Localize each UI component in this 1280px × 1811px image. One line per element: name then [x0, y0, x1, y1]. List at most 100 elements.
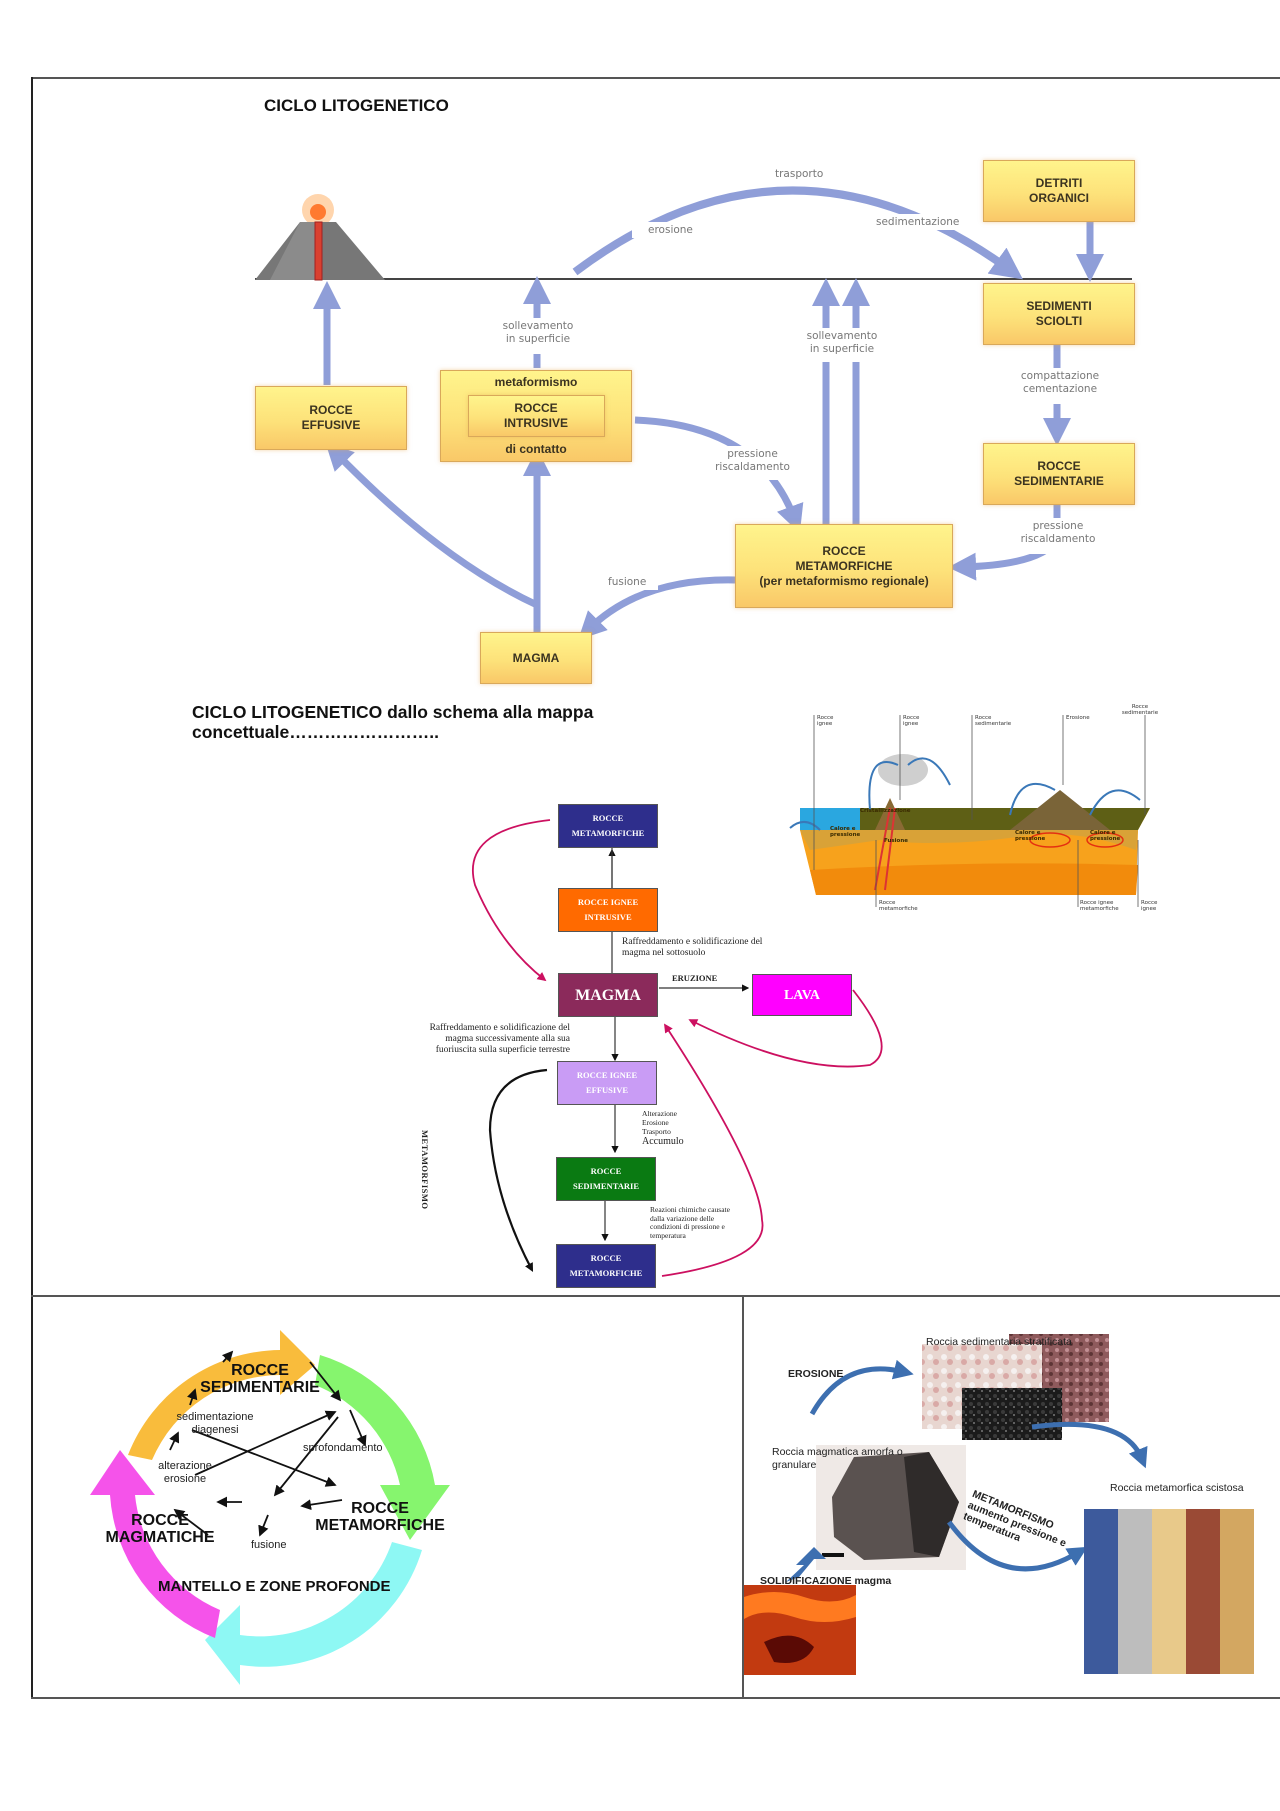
cm-metamorfismo-vertical: METAMORFISMO — [420, 1130, 430, 1210]
note-line: fuoriuscita sulla superficie terrestre — [435, 1045, 570, 1055]
cm-eruzione: ERUZIONE — [672, 973, 718, 983]
cs-inner-label: Fusione — [884, 838, 908, 844]
rock-cycle-diagram — [90, 1330, 450, 1685]
label-line: riscaldamento — [715, 461, 790, 473]
cycle-sprofondamento: sprofondamento — [303, 1442, 383, 1454]
box-line: ROCCE IGNEE — [576, 1070, 638, 1080]
section2-title: CICLO LITOGENETICO dallo schema alla map… — [192, 702, 593, 742]
box-metaformismo-contatto: metaformismo ROCCE INTRUSIVE di contatto — [440, 370, 632, 462]
cs-inner-label: Calore e pressione — [1015, 830, 1046, 842]
cross-section-labels: Rocce ignee Rocce ignee Rocce sedimentar… — [780, 690, 1180, 920]
section2-title-line: CICLO LITOGENETICO dallo schema alla map… — [192, 702, 594, 722]
box-line: METAMORFICHE — [571, 828, 645, 838]
cs-inner-label: Calore e pressione — [1090, 830, 1121, 842]
volcano-icon — [255, 194, 385, 281]
frame-left-border — [31, 77, 33, 1699]
cs-bottom-label: Rocce metamorfiche — [879, 900, 918, 912]
label-line: riscaldamento — [1020, 533, 1096, 545]
box-line: ROCCE — [822, 543, 866, 558]
box-outer-bottom-label: di contatto — [505, 442, 567, 456]
label-line: MAGMATICHE — [105, 1529, 215, 1546]
box-line: ROCCE — [309, 403, 353, 417]
box-sedimenti-sciolti: SEDIMENTI SCIOLTI — [983, 283, 1135, 345]
box-line: (per metaformismo regionale) — [759, 573, 929, 588]
rock-photos-diagram — [744, 1334, 1254, 1675]
label-line: ROCCE — [131, 1512, 189, 1529]
box-line: METAMORFICHE — [795, 558, 893, 573]
concept-map-arrows — [472, 819, 883, 1277]
box-detriti-organici: DETRITI ORGANICI — [983, 160, 1135, 222]
label-sollevamento-intrusive: sollevamento in superficie — [488, 320, 588, 346]
box-line: ROCCE — [590, 1253, 622, 1263]
section1-diagram-arrows — [255, 186, 1132, 640]
label-line: alterazione — [158, 1460, 212, 1472]
note-line: Erosione — [642, 1118, 669, 1127]
label-trasporto: trasporto — [775, 168, 824, 180]
frame-column-divider — [742, 1295, 744, 1697]
cs-bottom-label: Rocce ignee metamorfiche — [1080, 900, 1119, 912]
cm-rocce-sedimentarie: ROCCE SEDIMENTARIE — [556, 1157, 656, 1201]
note-line: temperatura — [650, 1230, 686, 1240]
label-line: pressione — [1032, 520, 1084, 532]
caption-line: granulare — [772, 1459, 817, 1471]
cycle-alterazione: alterazione erosione — [150, 1460, 220, 1486]
cycle-arrow-orange — [128, 1330, 315, 1460]
label-line: pressione — [727, 448, 778, 460]
label-pressione-sedimentarie: pressione riscaldamento — [1003, 520, 1113, 546]
cm-note-effusive: Raffreddamento e solidificazione del mag… — [375, 1023, 570, 1056]
label-line: cementazione — [1022, 383, 1098, 395]
cm-lava: LAVA — [752, 974, 852, 1016]
note-line: Reazioni chimiche causate — [650, 1205, 730, 1214]
cycle-rocce-metamorfiche: ROCCE METAMORFICHE — [310, 1500, 450, 1534]
note-line: Trasporto — [642, 1127, 671, 1136]
photo-magmatica-caption: Roccia magmatica amorfa o granulare — [772, 1446, 903, 1472]
cycle-fusione: fusione — [251, 1539, 287, 1551]
cs-top-label: Rocce sedimentarie — [975, 715, 1012, 727]
box-line: MAGMA — [575, 986, 641, 1004]
cycle-arrow-magenta — [90, 1450, 220, 1638]
box-rocce-effusive: ROCCE EFFUSIVE — [255, 386, 407, 450]
cycle-arrow-green — [315, 1355, 450, 1540]
note-line: Accumulo — [642, 1136, 684, 1147]
note-line: magma nel sottosuolo — [622, 948, 706, 958]
box-line: ROCCE IGNEE — [577, 897, 639, 907]
label-line: sedimentazione — [176, 1411, 254, 1423]
label-line: METAMORFICHE — [315, 1517, 445, 1534]
photo-sedimentaria-caption: Roccia sedimentaria stratificata — [926, 1336, 1072, 1348]
cm-note-metamorphic: Reazioni chimiche causate dalla variazio… — [650, 1205, 730, 1240]
box-line: METAMORFICHE — [569, 1268, 643, 1278]
note-line: magma successivamente alla sua — [445, 1034, 570, 1044]
box-line: INTRUSIVE — [503, 416, 568, 430]
box-line: DETRITI — [1035, 176, 1083, 190]
box-rocce-intrusive: ROCCE INTRUSIVE — [467, 395, 605, 437]
box-line: ROCCE — [590, 1166, 622, 1176]
label-line: in superficie — [505, 333, 571, 345]
label-line: SEDIMENTARIE — [200, 1379, 320, 1396]
cycle-sedimentazione: sedimentazione diagenesi — [165, 1411, 265, 1437]
photo-metamorfica-caption: Roccia metamorfica scistosa — [1110, 1482, 1244, 1494]
caption-line: Roccia magmatica amorfa o — [772, 1446, 903, 1458]
cycle-rocce-magmatiche: ROCCE MAGMATICHE — [100, 1512, 220, 1546]
photo-solidificazione-caption: SOLIDIFICAZIONE magma — [760, 1575, 892, 1587]
box-line: ORGANICI — [1029, 191, 1089, 205]
box-line: LAVA — [783, 987, 821, 1003]
box-line: EFFUSIVE — [585, 1085, 629, 1095]
frame-top-border — [31, 77, 1280, 79]
geology-cross-section — [789, 715, 1150, 907]
cm-rocce-metamorfiche-bottom: ROCCE METAMORFICHE — [556, 1244, 656, 1288]
cs-top-label: Rocce sedimentarie — [1121, 704, 1159, 716]
note-line: Alterazione — [642, 1109, 677, 1118]
cs-top-label: Rocce ignee — [903, 715, 920, 727]
label-line: ROCCE — [231, 1362, 289, 1379]
label-fusione: fusione — [608, 576, 647, 588]
section1-title: CICLO LITOGENETICO — [264, 96, 449, 115]
box-line: SEDIMENTARIE — [573, 1181, 639, 1191]
box-line: SEDIMENTI — [1026, 299, 1092, 313]
cs-inner-label: Calore e pressione — [830, 826, 861, 838]
cs-bottom-label: Rocce ignee — [1141, 900, 1158, 912]
box-rocce-metamorfiche: ROCCE METAMORFICHE (per metaformismo reg… — [735, 524, 953, 608]
label-line: sollevamento — [502, 320, 574, 332]
label-line: sollevamento — [806, 330, 878, 342]
label-erosione: erosione — [648, 224, 693, 236]
section2-title-line: concettuale…………………….. — [192, 722, 439, 742]
